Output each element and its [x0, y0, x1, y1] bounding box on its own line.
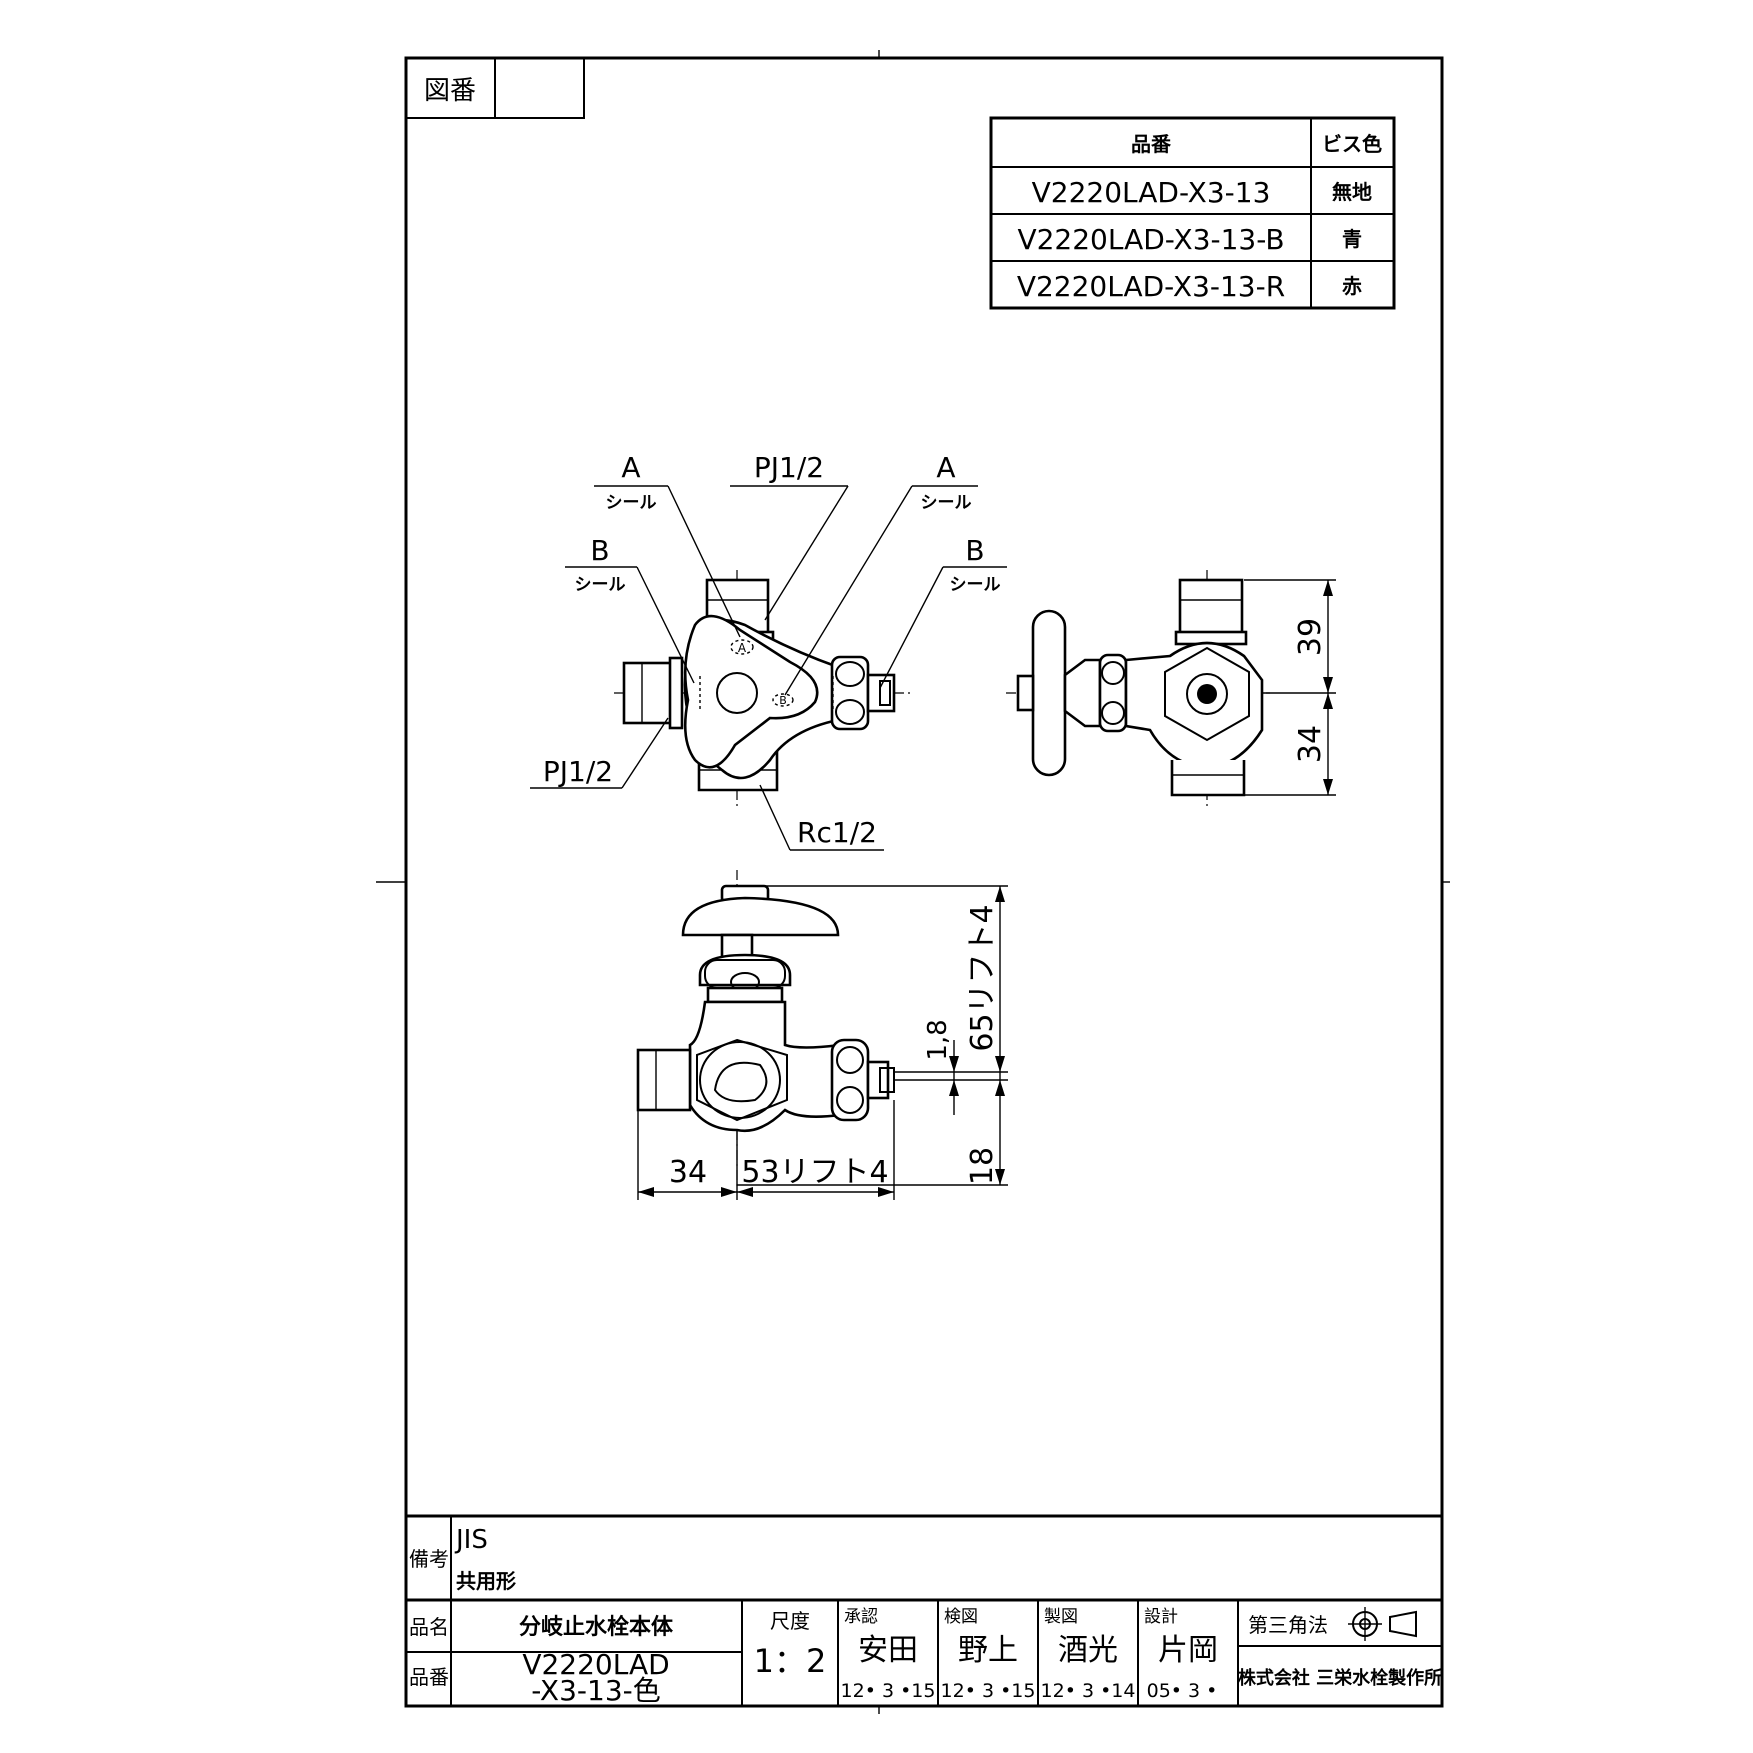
parts-table: 品番 ビス色 V2220LAD-X3-13 無地 V2220LAD-X3-13-… [989, 116, 1396, 310]
checked-date: 12• 3 •15 [941, 1680, 1036, 1702]
seal-b-left-label: B [590, 534, 609, 567]
name-label: 品名 [409, 1615, 449, 1639]
approved-name: 安田 [858, 1633, 918, 1668]
company-name: 株式会社 三栄水栓製作所 [1238, 1667, 1442, 1689]
seal-a-left-label: A [621, 451, 640, 484]
parts-table-part-no: V2220LAD-X3-13-B [1017, 223, 1284, 256]
top-view-leaders: A シール PJ1/2 A シール B シール B シール PJ1/2 Rc1/… [530, 451, 1007, 851]
remarks-line1: JIS [454, 1525, 488, 1555]
approved-label: 承認 [844, 1607, 878, 1627]
seal-b-right-label: B [965, 534, 984, 567]
pj-top-label: PJ1/2 [754, 451, 824, 484]
seal-a-left-sub: シール [606, 493, 657, 513]
valve-side-view: 39 34 [1006, 570, 1336, 810]
drawn-name: 酒光 [1058, 1633, 1118, 1668]
dim-front-left: 34 [669, 1155, 707, 1190]
rc-bottom-label: Rc1/2 [797, 816, 877, 849]
drawing-number-label: 図番 [424, 76, 476, 106]
part-name-value: 分岐止水栓本体 [519, 1615, 674, 1640]
drawing-number-box: 図番 [405, 57, 585, 119]
approved-date: 12• 3 •15 [841, 1680, 936, 1702]
seal-mark-b: B [779, 694, 787, 707]
designed-name: 片岡 [1158, 1633, 1218, 1668]
drawn-date: 12• 3 •14 [1041, 1680, 1136, 1702]
dim-side-lower: 34 [1293, 725, 1328, 763]
pj-left-label: PJ1/2 [543, 755, 613, 788]
number-label: 品番 [409, 1665, 449, 1689]
seal-a-right-sub: シール [921, 493, 972, 513]
dim-front-bottom: 18 [965, 1147, 1000, 1185]
dim-front-height: 65リフト4 [965, 904, 1000, 1051]
third-angle-projection-icon [1348, 1607, 1417, 1641]
remarks-label: 備考 [409, 1547, 449, 1571]
seal-mark-a: A [738, 641, 747, 655]
parts-table-part-no: V2220LAD-X3-13 [1032, 176, 1271, 209]
seal-a-right-label: A [936, 451, 955, 484]
scale-value: 1：2 [754, 1642, 827, 1680]
parts-table-screw-color: 青 [1342, 227, 1362, 251]
parts-table-screw-color: 赤 [1342, 274, 1362, 298]
designed-date: 05• 3 • [1147, 1680, 1218, 1702]
drawn-label: 製図 [1044, 1607, 1078, 1627]
parts-table-part-no: V2220LAD-X3-13-R [1017, 270, 1285, 303]
parts-table-screw-color: 無地 [1332, 180, 1372, 204]
valve-top-view: A B [614, 570, 912, 810]
remarks-line2: 共用形 [456, 1569, 516, 1593]
checked-name: 野上 [958, 1633, 1018, 1668]
parts-table-header-screw-color: ビス色 [1322, 132, 1382, 156]
dim-side-upper: 39 [1293, 618, 1328, 656]
designed-label: 設計 [1144, 1607, 1178, 1627]
seal-b-right-sub: シール [950, 575, 1001, 595]
valve-front-view: 34 53リフト4 65リフト4 1,8 18 [636, 870, 1008, 1200]
title-block: 備考 JIS 共用形 品名 分岐止水栓本体 品番 V2220LAD -X3-13… [406, 1514, 1442, 1707]
drawing-frame [376, 50, 1450, 1714]
checked-label: 検図 [944, 1607, 978, 1627]
scale-label: 尺度 [770, 1609, 810, 1633]
projection-label: 第三角法 [1248, 1613, 1328, 1637]
part-number-line2: -X3-13-色 [531, 1674, 661, 1707]
part-number-line1: V2220LAD [522, 1648, 669, 1681]
dim-front-offset: 1,8 [923, 1019, 953, 1060]
seal-b-left-sub: シール [575, 575, 626, 595]
dim-front-right: 53リフト4 [741, 1155, 888, 1190]
parts-table-header-part-no: 品番 [1131, 132, 1172, 156]
